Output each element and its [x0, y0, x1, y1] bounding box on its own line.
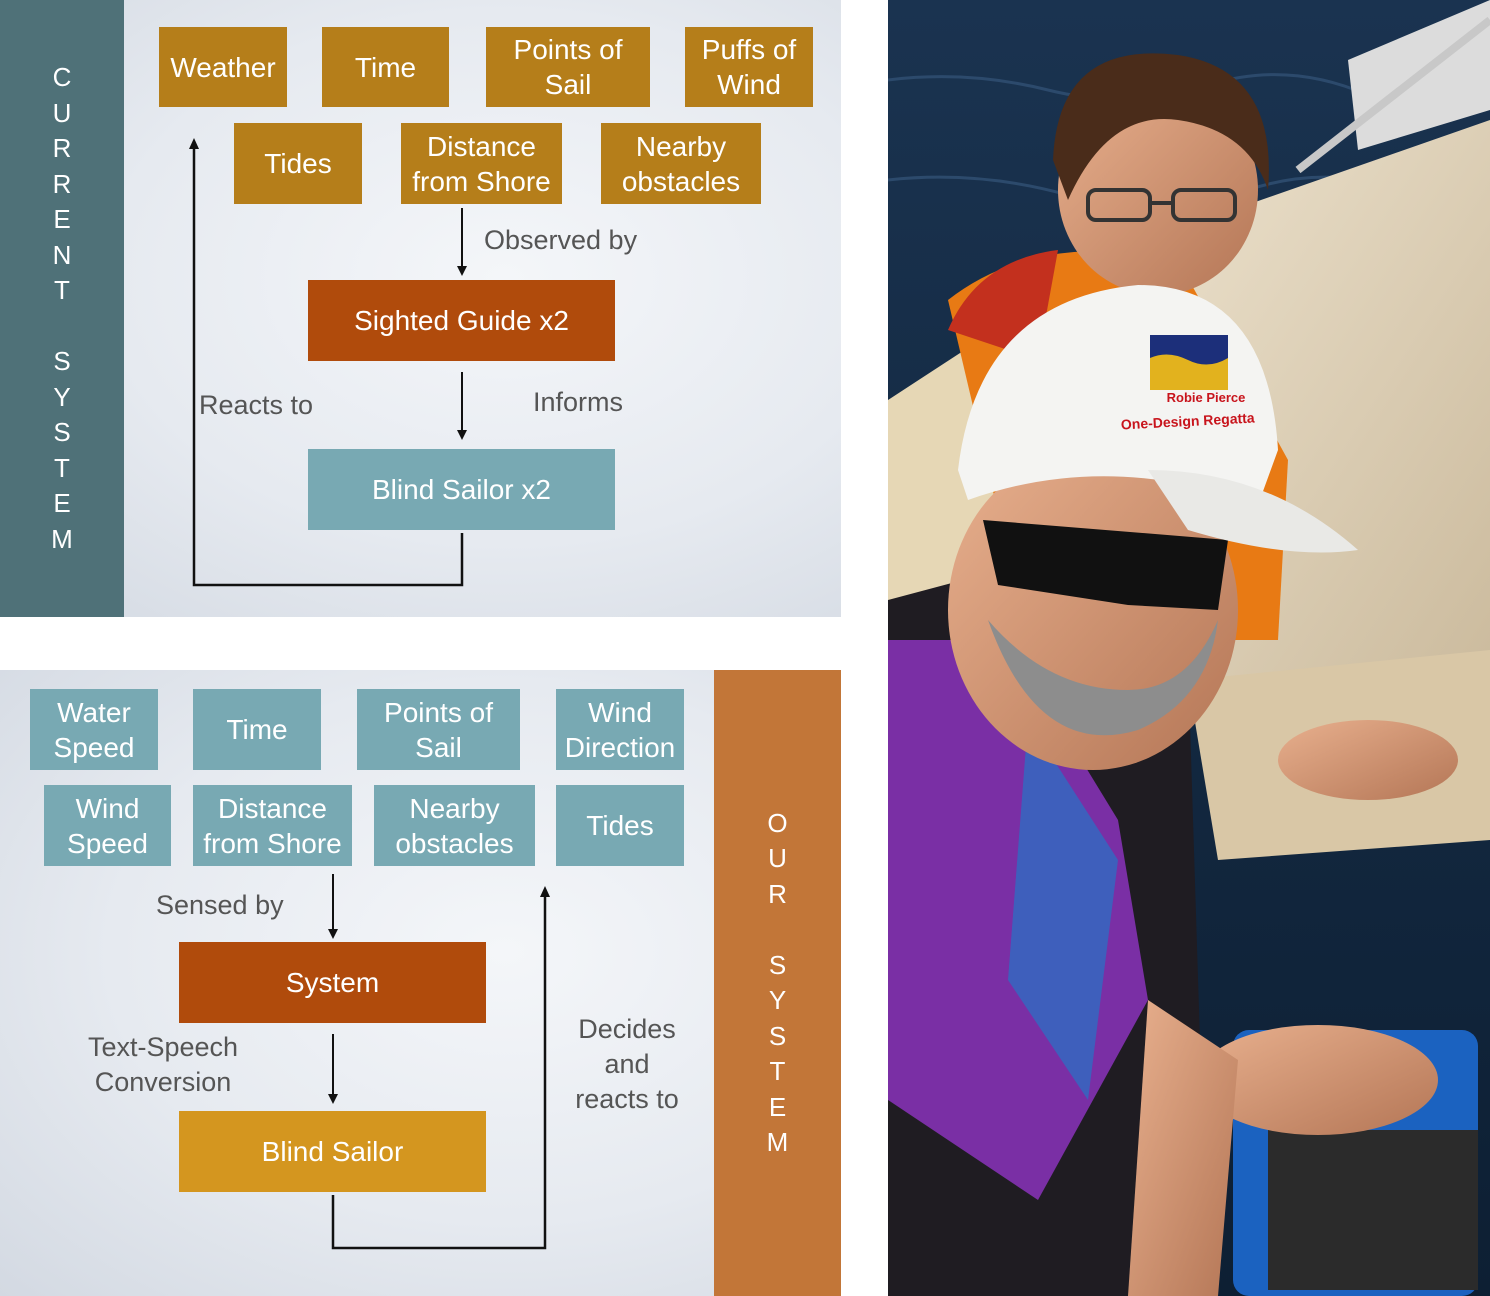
cap-text-line2: One-Design Regatta: [1121, 410, 1256, 433]
factor-points-of-sail: Points of Sail: [486, 27, 650, 107]
arrow-sailor-feedback-loop: [192, 145, 464, 587]
system-box: System: [179, 942, 486, 1023]
sensed-by-label: Sensed by: [156, 890, 284, 920]
reacts-to-label: Reacts to: [199, 390, 314, 420]
sighted-guide-box: Sighted Guide x2: [308, 280, 615, 361]
blind-sailor-x2-box: Blind Sailor x2: [308, 449, 615, 530]
text-speech-conversion-label: Text-Speech Conversion: [87, 1032, 239, 1097]
factor-wind-direction: Wind Direction: [556, 689, 684, 770]
factor-tides: Tides: [556, 785, 684, 866]
decides-and-reacts-label: Decides and reacts to: [575, 1014, 679, 1114]
our-system-arrows: [328, 874, 550, 1250]
sunglasses: [983, 520, 1228, 610]
factor-distance-from-shore: Distance from Shore: [193, 785, 352, 866]
young-man-hand: [1278, 720, 1458, 800]
our-system-panel: O U R S Y S T E M Water Speed Time Point…: [0, 670, 841, 1296]
young-man-hair: [1053, 53, 1269, 200]
factor-nearby-obstacles: Nearby obstacles: [601, 123, 761, 204]
current-system-arrows: [189, 138, 467, 587]
current-system-sidebar: C U R R E N T S Y S T E M: [0, 0, 124, 617]
cap-text-line1: Robie Pierce: [1167, 390, 1246, 405]
factor-nearby-obstacles: Nearby obstacles: [374, 785, 535, 866]
factor-time: Time: [322, 27, 449, 107]
blind-sailor-box: Blind Sailor: [179, 1111, 486, 1192]
cap-brim: [1148, 470, 1358, 553]
current-system-panel: C U R R E N T S Y S T E M Weather Time P…: [0, 0, 841, 617]
sailing-photo: Robie Pierce One-Design Regatta: [888, 0, 1490, 1296]
factor-points-of-sail: Points of Sail: [357, 689, 520, 770]
older-man-beard: [988, 620, 1218, 736]
factor-distance-from-shore: Distance from Shore: [401, 123, 562, 204]
factor-weather: Weather: [159, 27, 287, 107]
observed-by-label: Observed by: [484, 225, 638, 255]
our-system-sidebar: O U R S Y S T E M: [714, 670, 841, 1296]
older-man-hand: [1198, 1025, 1438, 1135]
sailing-photo-illustration: Robie Pierce One-Design Regatta: [888, 0, 1490, 1296]
informs-label: Informs: [533, 387, 624, 417]
factor-time: Time: [193, 689, 321, 770]
factor-puffs-of-wind: Puffs of Wind: [685, 27, 813, 107]
arrow-sailor-feedback-loop: [331, 894, 547, 1250]
factor-water-speed: Water Speed: [30, 689, 158, 770]
factor-wind-speed: Wind Speed: [44, 785, 171, 866]
our-system-title: O U R S Y S T E M: [766, 807, 789, 1158]
current-system-title: C U R R E N T S Y S T E M: [51, 62, 73, 554]
factor-tides: Tides: [234, 123, 362, 204]
